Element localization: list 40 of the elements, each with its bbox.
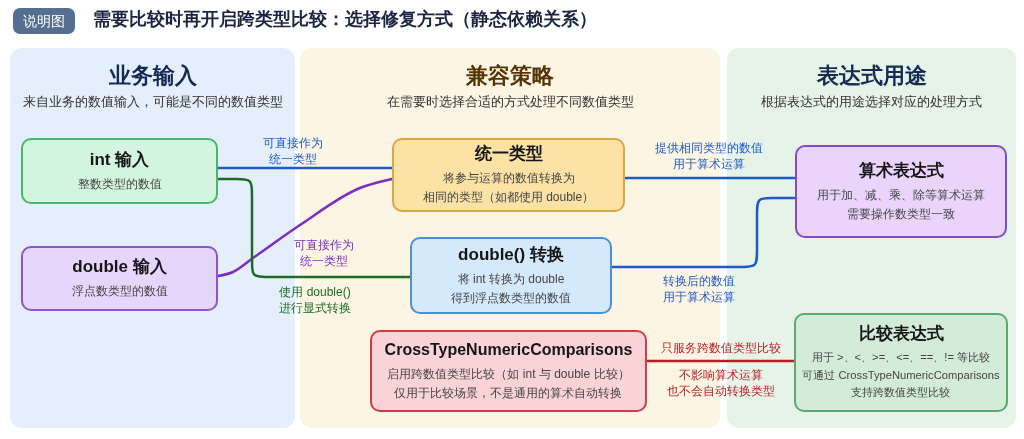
connector-line bbox=[216, 166, 394, 170]
info-card bbox=[370, 330, 647, 412]
diagram-title: 需要比较时再开启跨类型比较：选择修复方式（静态依赖关系） bbox=[93, 8, 597, 31]
section-subtitle: 来自业务的数值输入，可能是不同的数值类型 bbox=[22, 93, 283, 111]
connector-line bbox=[623, 176, 797, 180]
edge-label: 提供相同类型的数值用于算术运算 bbox=[655, 140, 763, 172]
info-card bbox=[794, 313, 1008, 412]
card-description: 整数类型的数值 bbox=[77, 175, 162, 193]
connector-line bbox=[610, 196, 797, 269]
card-title: 比较表达式 bbox=[858, 323, 944, 346]
section-subtitle: 在需要时选择合适的方式处理不同数值类型 bbox=[386, 93, 634, 111]
info-card bbox=[21, 246, 218, 311]
edge-label: 只服务跨数值类型比较 bbox=[661, 340, 781, 356]
card-title: double 输入 bbox=[72, 256, 167, 278]
info-card bbox=[392, 138, 625, 212]
card-title: CrossTypeNumericComparisons bbox=[384, 340, 633, 360]
card-description: 用于 >、<、>=、<=、==、!= 等比较可通过 CrossTypeNumericComparisons 支持跨数值类型比较 bbox=[802, 350, 1000, 401]
section-title: 业务输入 bbox=[108, 62, 197, 90]
card-description: 将 int 转换为 double 得到浮点数类型的数值 bbox=[451, 270, 571, 307]
card-title: int 输入 bbox=[89, 148, 150, 171]
card-title: double() 转换 bbox=[458, 243, 564, 266]
card-description: 浮点数类型的数值 bbox=[71, 283, 168, 300]
annotation-text: 不影响算术运算也不会自动转换类型 bbox=[667, 367, 775, 399]
info-card bbox=[410, 237, 612, 314]
card-description: 启用跨数值类型比较（如 int 与 double 比较）仅用于比较场景，不是通用的算术自动转换 bbox=[387, 366, 630, 402]
card-description: 将参与运算的数值转换为相同的类型（如都使用 double） bbox=[422, 170, 595, 206]
diagram-tag: 说明图 bbox=[13, 8, 75, 34]
edge-label: 可直接作为统一类型 bbox=[294, 237, 354, 269]
section-subtitle: 根据表达式的用途选择对应的处理方式 bbox=[761, 93, 982, 111]
edge-label: 转换后的数值用于算术运算 bbox=[663, 273, 735, 305]
info-card bbox=[21, 138, 218, 204]
section-title: 表达式用途 bbox=[816, 62, 927, 90]
connector-line bbox=[645, 359, 796, 363]
card-title: 算术表达式 bbox=[858, 159, 944, 182]
edge-label: 可直接作为统一类型 bbox=[263, 135, 323, 167]
card-description: 用于加、减、乘、除等算术运算需要操作数类型一致 bbox=[817, 186, 985, 223]
edge-label: 使用 double() 进行显式转换 bbox=[279, 284, 351, 316]
info-card bbox=[795, 145, 1007, 238]
section-title: 兼容策略 bbox=[466, 62, 554, 90]
card-title: 统一类型 bbox=[474, 143, 543, 165]
